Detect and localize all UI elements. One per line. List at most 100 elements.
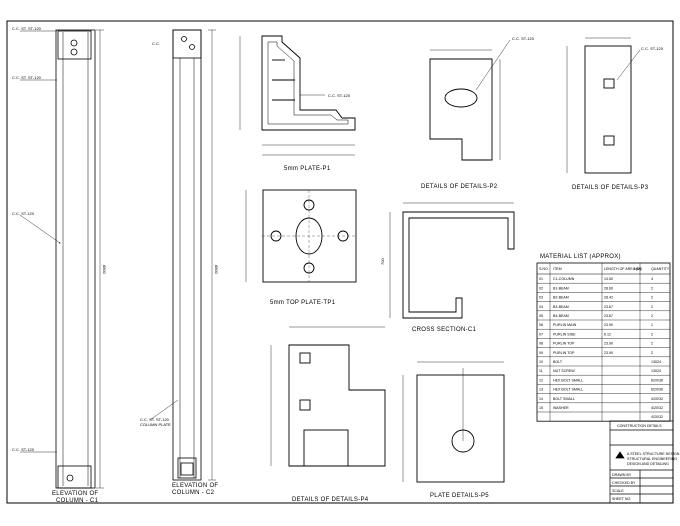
svg-text:700: 700 <box>380 258 385 265</box>
material-list-cell: PURLIN TOP <box>553 342 575 346</box>
title-block-drawn: DRAWN BY <box>612 473 632 477</box>
title-block-scale: SCALE <box>612 489 624 493</box>
material-list-cell: PURLIN MAIN <box>553 323 577 327</box>
svg-text:C.C. ST-120: C.C. ST-120 <box>12 447 35 452</box>
material-list-cell: 2 <box>651 332 653 336</box>
material-list-cell: PURLIN TOP <box>553 351 575 355</box>
plate-details-label: PLATE DETAILS-P5 <box>430 493 489 499</box>
details-p3-label: DETAILS OF DETAILS-P3 <box>572 185 649 191</box>
material-list-header: QUANTITY <box>651 267 670 271</box>
title-block-project: CONSTRUCTION DETAILS <box>617 424 662 428</box>
material-list-cell: 23.90 <box>604 351 613 355</box>
material-list-cell: HEX BOLT SMALL <box>553 388 583 392</box>
material-list-cell: 4/20/32 <box>651 397 663 401</box>
material-list-cell: 11 <box>539 369 543 373</box>
title-block-line-2: STRUCTURAL ENGINEERING <box>627 457 677 461</box>
svg-text:8800: 8800 <box>102 265 107 275</box>
material-list-cell: 2 <box>651 296 653 300</box>
material-list-header: ITEM <box>553 267 562 271</box>
material-list-cell: 13024 <box>651 360 661 364</box>
elevation-c1-label: ELEVATION OF <box>52 491 98 497</box>
material-list-cell: PURLIN SIDE <box>553 332 576 336</box>
svg-text:C.C. ST. ST-120: C.C. ST. ST-120 <box>140 417 170 422</box>
svg-text:C.C. ST. ST-120: C.C. ST. ST-120 <box>12 26 42 31</box>
material-list-cell: HEX BOLT SMALL <box>553 378 583 382</box>
title-block-checked: CHECKED BY <box>612 481 636 485</box>
material-list-cell: 4/20/32 <box>651 406 663 410</box>
material-list-cell: 14 <box>539 397 543 401</box>
material-list-cell: 07 <box>539 332 543 336</box>
material-list-cell: NUT SCREW <box>553 369 575 373</box>
material-list-cell: 6.12 <box>604 332 611 336</box>
material-list-cell: 28.60 <box>604 286 613 290</box>
material-list-header: LENGTH OF AREA (M) <box>604 267 641 271</box>
material-list-cell: 12 <box>539 378 543 382</box>
material-list-title: MATERIAL LIST (APPROX) <box>540 254 621 260</box>
material-list-cell: 15 <box>539 406 543 410</box>
material-list-cell: 4/20/32 <box>651 415 663 419</box>
material-list-cell: 13024 <box>651 369 661 373</box>
p2-callout: C.C. ST-120 <box>512 36 535 41</box>
details-p4 <box>270 326 386 467</box>
svg-text:COLUMN PLATE: COLUMN PLATE <box>140 422 171 427</box>
material-list-cell: C1-COLUMN <box>553 277 575 281</box>
material-list-cell: 2 <box>651 314 653 318</box>
material-list-cell: WASHER <box>553 406 569 410</box>
material-list-cell: B4-BEAM <box>553 314 569 318</box>
material-list-cell: 08 <box>539 342 543 346</box>
material-list-cell: 23.67 <box>604 305 613 309</box>
material-list-cell: 06 <box>539 323 543 327</box>
material-list-cell: 28.42 <box>604 296 613 300</box>
details-p4-label: DETAILS OF DETAILS-P4 <box>292 497 369 503</box>
material-list-cell: 6/20/36 <box>651 378 663 382</box>
material-list-header: S.NO. <box>539 267 549 271</box>
material-list-cell: 13.50 <box>604 277 613 281</box>
svg-text:8800: 8800 <box>214 265 219 275</box>
material-list-cell: 23.90 <box>604 342 613 346</box>
material-list-cell: B2-BEAM <box>553 296 569 300</box>
cross-section-label: CROSS SECTION-C1 <box>412 327 477 333</box>
details-p2-label: DETAILS OF DETAILS-P2 <box>421 184 498 190</box>
material-list-cell: BOLT SMALL <box>553 397 575 401</box>
plate-details-p5 <box>402 361 505 483</box>
p3-callout: C.C. ST-120 <box>641 46 664 51</box>
svg-text:C.C. ST-120: C.C. ST-120 <box>12 211 35 216</box>
title-block <box>609 420 674 504</box>
material-list-header: NOS. <box>634 267 643 271</box>
material-list-cell: 6/20/36 <box>651 388 663 392</box>
column-elevation-c2 <box>149 29 216 481</box>
title-block-line-3: DESIGN AND DETAILING <box>627 462 669 466</box>
material-list-cell: 01 <box>539 277 543 281</box>
column-c1-callouts: C.C. ST. ST-120 C.C. ST. ST-120 C.C. ST-… <box>12 26 107 452</box>
material-list-cell: 10 <box>539 360 543 364</box>
top-plate-label: 5mm TOP PLATE-TP1 <box>270 300 336 306</box>
material-list-cell: B3-BEAM <box>553 305 569 309</box>
details-p3 <box>566 37 641 174</box>
material-list-cell: 23.67 <box>604 314 613 318</box>
sheet-border <box>6 20 674 504</box>
material-list-cell: 13 <box>539 388 543 392</box>
material-list-cell: 2 <box>651 286 653 290</box>
material-list-cell: BOLT <box>553 360 563 364</box>
material-list-cell: 05 <box>539 314 543 318</box>
elevation-c1-sublabel: COLUMN - C1 <box>56 498 99 504</box>
svg-text:C.C.: C.C. <box>152 41 160 46</box>
base-plate-label: 5mm PLATE-P1 <box>284 166 331 172</box>
column-elevation-c1 <box>19 29 104 489</box>
details-p2 <box>429 39 511 161</box>
material-list-cell: 2 <box>651 342 653 346</box>
material-list-cell: 1 <box>651 323 653 327</box>
material-list-cell: 09 <box>539 351 543 355</box>
top-plate-tp1 <box>245 189 357 283</box>
material-list-cell: 4 <box>651 277 653 281</box>
material-list-cell: 02 <box>539 286 543 290</box>
column-c2-callouts: C.C. C.C. ST. ST-120 COLUMN PLATE 8800 <box>140 41 219 427</box>
elevation-c2-sublabel: COLUMN - C2 <box>172 490 215 496</box>
base-plate-p1 <box>239 35 356 156</box>
svg-text:C.C. ST. ST-120: C.C. ST. ST-120 <box>12 75 42 80</box>
material-list-cell: 23.90 <box>604 323 613 327</box>
material-list-cell: B1-BEAM <box>553 286 569 290</box>
cross-section-c1 <box>389 202 515 319</box>
material-list-cell: 2 <box>651 305 653 309</box>
